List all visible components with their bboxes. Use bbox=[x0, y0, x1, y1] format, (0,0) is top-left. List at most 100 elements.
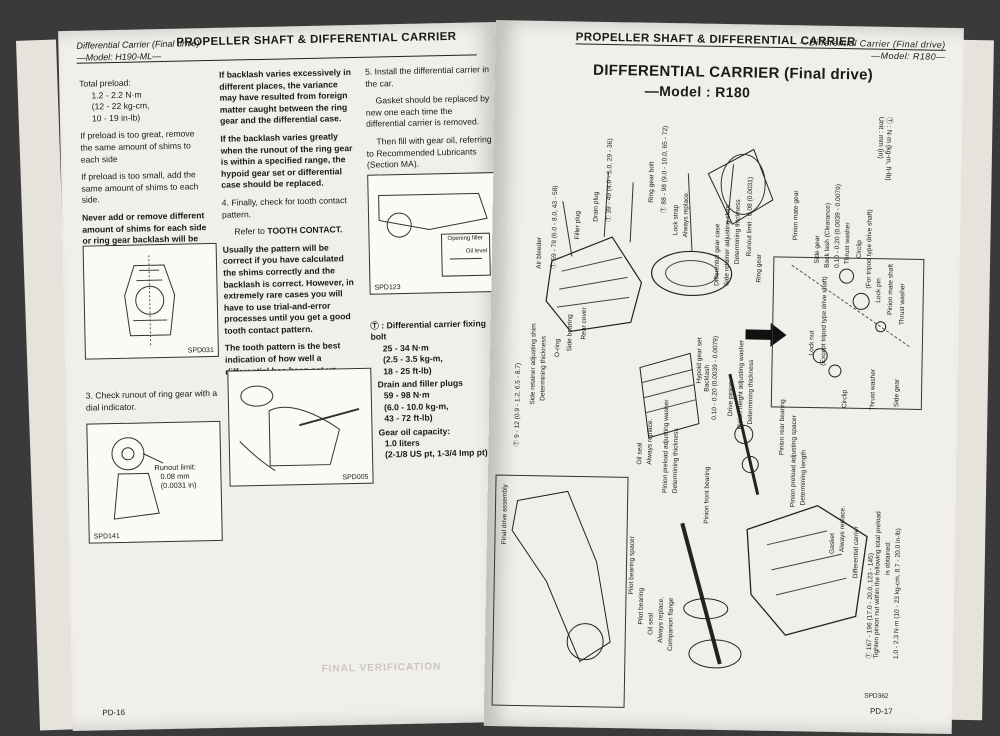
diagram-label: Gasket bbox=[828, 533, 837, 555]
diagram-label: Always replace. bbox=[682, 191, 691, 238]
diagram-label: Determining length bbox=[799, 450, 808, 506]
diagram-label: Ring gear bolt bbox=[647, 161, 656, 203]
spec-value: 18 - 25 ft-lb) bbox=[383, 365, 432, 377]
differential-gear-illustration bbox=[124, 255, 176, 346]
diagram-label: Thrust washer bbox=[898, 283, 907, 326]
right-page: PROPELLER SHAFT & DIFFERENTIAL CARRIER —… bbox=[483, 20, 964, 735]
diagram-label: Pinion rear bearing bbox=[778, 399, 787, 456]
diagram-label: Back lash (Clearance) bbox=[823, 202, 832, 268]
runout-label: Runout limit: bbox=[154, 462, 197, 473]
diagram-label: Ⓣ 59 - 78 (6.0 - 8.0, 43 - 58) bbox=[550, 185, 560, 270]
figure-spd123: Opening filler Oil level SPD123 bbox=[367, 172, 498, 295]
paragraph: If the backlash varies greatly when the … bbox=[220, 131, 353, 191]
fig4-label: Oil level bbox=[465, 248, 488, 255]
diagram-label: Companion flange bbox=[667, 597, 675, 652]
refer-line: Refer to TOOTH CONTACT. bbox=[234, 224, 356, 238]
diagram-label: 0.10 - 0.20 (0.0039 - 0.0079) bbox=[711, 335, 720, 420]
diagram-label: Circlip bbox=[855, 239, 864, 259]
bleed-through-text: FINAL VERIFICATION bbox=[321, 661, 442, 675]
diagram-label: Rear cover bbox=[580, 307, 588, 340]
spec-value: 43 - 72 ft-lb) bbox=[384, 412, 433, 424]
diagram-label: Pinion mate shaft bbox=[886, 263, 895, 315]
diagram-label: Drive pinion bbox=[727, 381, 735, 417]
paragraph: Gasket should be replaced by new one eac… bbox=[365, 93, 490, 130]
diagram-label: Pilot bearing spacer bbox=[627, 536, 637, 595]
diagram-label: Thrust washer bbox=[869, 368, 877, 411]
diagram-label: Differential gear case bbox=[713, 223, 722, 286]
spec-value: (2-1/8 US pt, 1-3/4 Imp pt) bbox=[384, 447, 488, 460]
diagram-label: Differential carrier bbox=[852, 526, 861, 579]
left-column-3: 5. Install the differential carrier in t… bbox=[365, 64, 495, 177]
diagram-label: is obtained: bbox=[884, 541, 892, 575]
left-page-header: Differential Carrier (Final drive) PROPE… bbox=[76, 31, 477, 64]
diagram-label: Determining thickness bbox=[746, 359, 756, 425]
filler-plug-illustration bbox=[378, 192, 491, 277]
diagram-label: Determining thickness bbox=[671, 428, 680, 494]
paragraph: 3. Check runout of ring gear with a dial… bbox=[85, 387, 218, 413]
left-page: Differential Carrier (Final drive) PROPE… bbox=[58, 22, 511, 732]
figure-code: SPD362 bbox=[864, 692, 889, 700]
figure-code: SPD123 bbox=[374, 284, 401, 292]
paragraph: 5. Install the differential carrier in t… bbox=[364, 64, 490, 89]
diagram-label: Pinion mate gear bbox=[792, 190, 801, 241]
page-number: PD-16 bbox=[102, 707, 126, 718]
figure-spd005: SPD005 bbox=[227, 367, 374, 487]
diagram-label: Side retainer adjusting shim bbox=[529, 323, 538, 405]
figure-code: SPD031 bbox=[187, 346, 214, 355]
paragraph: If preload is too small, add the same am… bbox=[81, 169, 199, 206]
figure-code: SPD141 bbox=[93, 532, 120, 541]
diagram-label: Determining thickness bbox=[539, 335, 548, 401]
paragraph: If backlash varies excessively in differ… bbox=[218, 67, 351, 127]
left-column-2: If backlash varies excessively in differ… bbox=[219, 67, 360, 384]
diagram-label: 0.10 - 0.20 (0.0039 - 0.0079) bbox=[833, 183, 843, 269]
diagram-label: Hypoid gear set bbox=[695, 337, 704, 384]
diagram-label: Lock nut bbox=[808, 330, 816, 356]
diagram-label: Ⓣ 88 - 98 (9.0 - 10.0, 65 - 72) bbox=[660, 125, 670, 214]
diagram-label: Circlip bbox=[841, 389, 849, 409]
refer-prefix: Refer to bbox=[234, 225, 268, 237]
diagram-label: Side bearing bbox=[566, 314, 574, 352]
diagram-label: Side gear bbox=[813, 235, 822, 264]
diagram-label: Side gear bbox=[893, 378, 901, 408]
figure-code: SPD005 bbox=[342, 473, 369, 482]
fig4-label: Opening filler bbox=[447, 235, 483, 243]
diagram-label: Ⓣ 39 - 49 (4.0 - 5.0, 29 - 36) bbox=[605, 138, 614, 223]
diagram-label: Pilot bearing bbox=[637, 587, 646, 625]
dial-indicator-illustration bbox=[111, 437, 164, 520]
diagram-label: Lock pin bbox=[875, 278, 883, 303]
diagram-label: O-ring bbox=[554, 338, 562, 358]
diagram-label: Oil seal bbox=[647, 612, 655, 635]
tooth-contact-illustration bbox=[239, 385, 360, 472]
step-3: 3. Check runout of ring gear with a dial… bbox=[86, 388, 219, 420]
diagram-label: Determining thickness bbox=[733, 199, 742, 265]
page-number: PD-17 bbox=[869, 706, 893, 717]
exploded-view-diagram bbox=[491, 148, 925, 708]
diagram-label: Lock strap bbox=[672, 204, 680, 236]
spec-block: Ⓣ : Differential carrier fixing bolt 25 … bbox=[370, 318, 503, 462]
diagram-label: Oil seal bbox=[636, 442, 644, 465]
left-column-1: Total preload: 1.2 - 2.2 N·m (12 - 22 kg… bbox=[79, 76, 211, 265]
spec-heading: Ⓣ : Differential carrier fixing bolt bbox=[370, 318, 486, 343]
paragraph: If preload is too great, remove the same… bbox=[80, 128, 195, 165]
refer-link[interactable]: TOOTH CONTACT. bbox=[267, 224, 343, 236]
diagram-label: Always replace. bbox=[838, 505, 847, 553]
diagram-label: Runout limit : 0.08 (0.0031) bbox=[745, 176, 755, 257]
diagram-label: Ⓣ 9 - 12 (0.9 - 1.2, 6.5 - 8.7) bbox=[513, 362, 523, 447]
diagram-label: Always replace. bbox=[646, 418, 655, 465]
diagram-label: Filler plug bbox=[574, 210, 582, 240]
diagram-label: Thrust washer bbox=[843, 222, 852, 265]
diagram-label: Pinion front bearing bbox=[703, 466, 712, 524]
runout-callout: Runout limit: 0.08 mm (0.0031 in) bbox=[154, 462, 196, 490]
paragraph: Usually the pattern will be correct if y… bbox=[222, 242, 354, 336]
preload-value: 10 - 19 in-lb) bbox=[91, 112, 141, 124]
diagram-label: Ring gear bbox=[755, 253, 763, 283]
diagram-label: Always replace. bbox=[657, 596, 665, 644]
diagram-label: Final drive assembly bbox=[500, 484, 509, 545]
figure-spd031: SPD031 bbox=[82, 242, 219, 360]
diagram-label: (For tripod type drive shaft) bbox=[865, 209, 874, 289]
paragraph: 4. Finally, check for tooth contact patt… bbox=[221, 195, 347, 220]
diagram-label: Air bleeder bbox=[535, 236, 544, 269]
diagram-label: Drain plug bbox=[592, 191, 601, 222]
paragraph: Then fill with gear oil, referring to Re… bbox=[366, 134, 492, 170]
figure-spd141: Runout limit: 0.08 mm (0.0031 in) SPD141 bbox=[86, 420, 223, 544]
